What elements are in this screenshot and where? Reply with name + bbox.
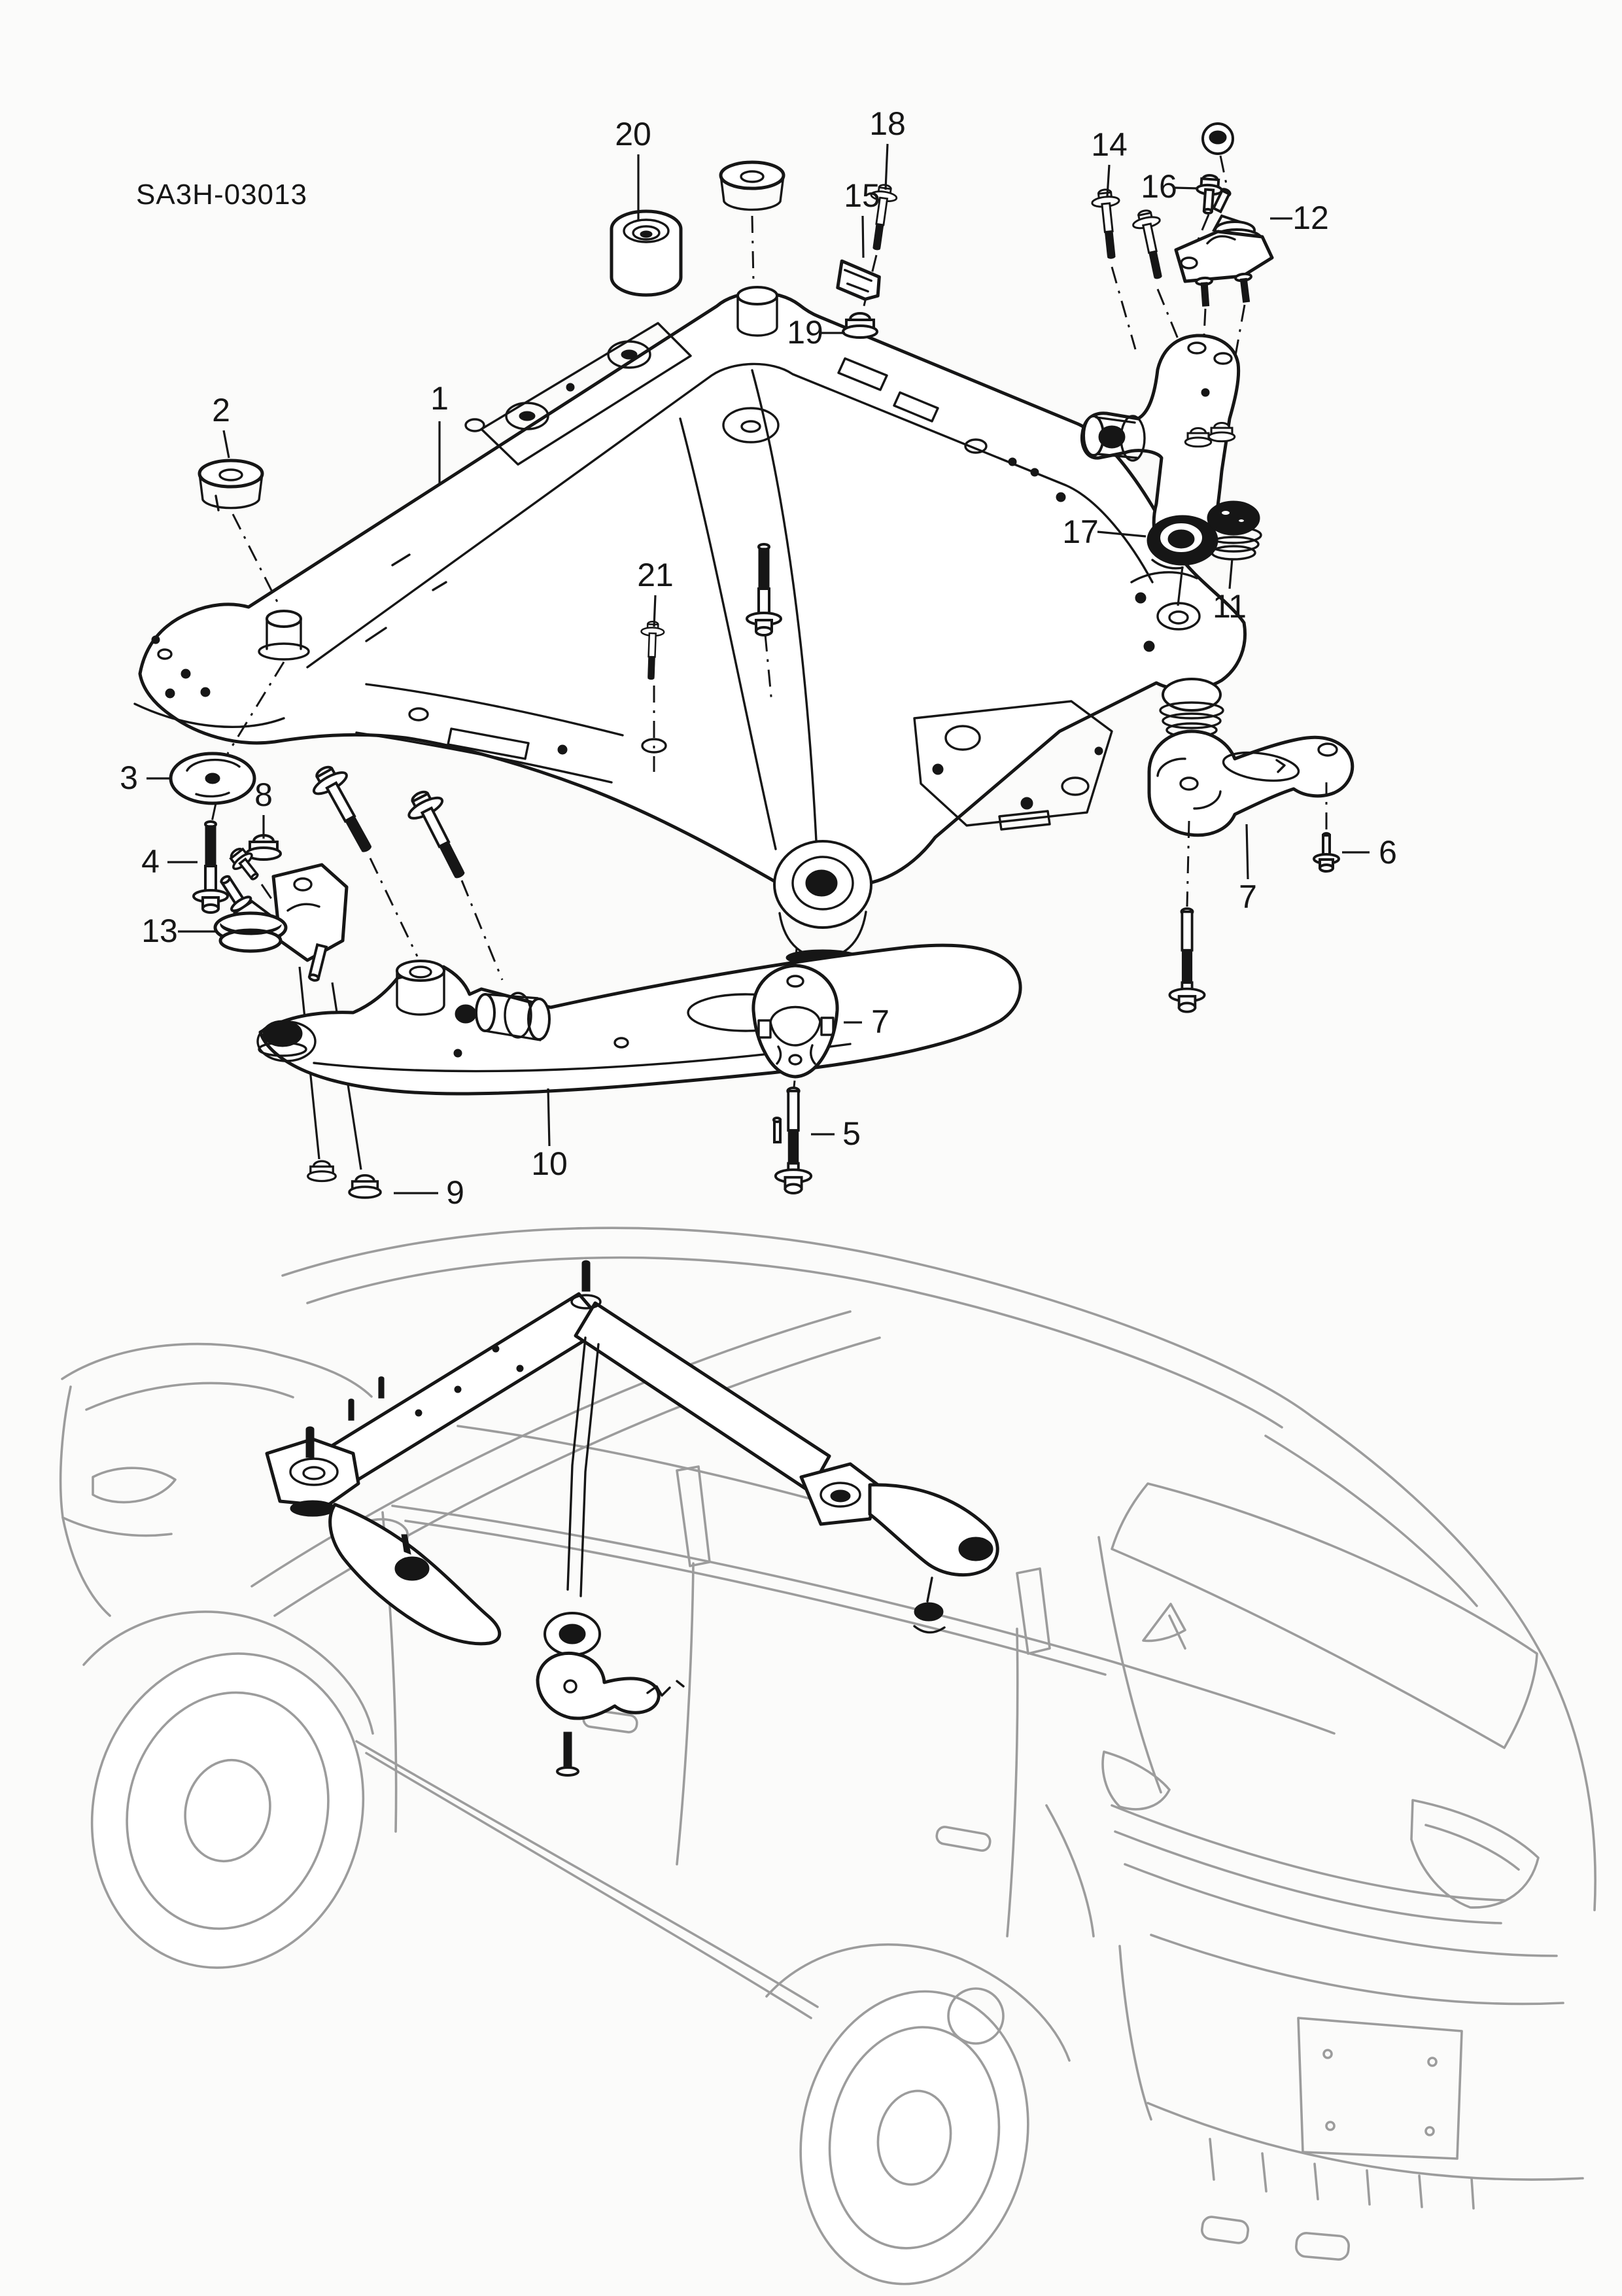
rear-wiper — [1142, 1603, 1186, 1650]
fuel-door — [947, 1987, 1005, 2045]
callout-12-label: 12 — [1292, 200, 1329, 236]
callout-21-label: 21 — [637, 557, 674, 593]
car-outline — [59, 1226, 1596, 2286]
diagram-code: SA3H-03013 — [136, 179, 307, 211]
callout-13-label: 13 — [141, 913, 178, 949]
callout-7-left-label: 7 — [871, 1003, 889, 1040]
ball-joint-13 — [213, 863, 362, 1170]
callout-14: 14 — [1091, 126, 1128, 197]
bolt-4 — [192, 820, 229, 914]
nut-below-13 — [307, 1160, 337, 1183]
callout-7-right: 7 — [1239, 824, 1257, 915]
callout-15-label: 15 — [844, 177, 880, 214]
callout-7-right-label: 7 — [1239, 878, 1257, 915]
nut-19 — [842, 312, 878, 339]
front-wheel — [90, 1652, 365, 1969]
callout-19: 19 — [787, 314, 845, 351]
callout-1-label: 1 — [430, 380, 449, 417]
bushing-11 — [1205, 500, 1262, 561]
callout-20: 20 — [615, 116, 651, 220]
callout-14-label: 14 — [1091, 126, 1128, 163]
callout-9: 9 — [394, 1174, 464, 1211]
bushing-2 — [198, 459, 281, 608]
bolt-14 — [1090, 187, 1137, 350]
callout-7-left: 7 — [844, 1003, 889, 1040]
rear-wheel — [799, 1990, 1029, 2286]
callout-2-label: 2 — [212, 392, 230, 428]
control-arm-left — [256, 943, 1022, 1096]
bushing-apex — [719, 160, 785, 282]
callout-10: 10 — [531, 1088, 568, 1182]
taillight-right — [1410, 1799, 1540, 1909]
door-handle-rear — [935, 1826, 992, 1852]
bolt-6 — [1313, 782, 1340, 873]
callout-15: 15 — [844, 177, 880, 258]
callout-1: 1 — [430, 380, 449, 484]
callouts: 1 2 3 4 5 6 7 7 — [120, 105, 1397, 1211]
callout-11-label: 11 — [1213, 588, 1247, 625]
callout-3: 3 — [120, 759, 170, 796]
ball-joint-12 — [1174, 188, 1274, 428]
front-crossmember — [133, 286, 1247, 966]
socket-nut — [1201, 122, 1234, 188]
bolt-21 — [638, 620, 667, 772]
callout-13: 13 — [141, 913, 217, 949]
callout-16-label: 16 — [1141, 168, 1177, 205]
mount-cover-7 — [751, 948, 839, 1088]
exploded-view — [133, 122, 1355, 1199]
installed-subframe — [265, 1260, 999, 1777]
support-bracket-7 — [1147, 729, 1355, 907]
callout-8-label: 8 — [254, 776, 273, 813]
callout-17: 17 — [1062, 513, 1147, 550]
taillight-left — [1101, 1750, 1171, 1811]
callout-4: 4 — [141, 843, 198, 880]
callout-3-label: 3 — [120, 759, 138, 796]
clamp-15 — [836, 259, 881, 301]
exhaust-tips — [1200, 2216, 1350, 2261]
washer-17 — [1147, 515, 1218, 606]
bolt-14b — [1130, 207, 1182, 347]
callout-20-label: 20 — [615, 116, 651, 152]
callout-18: 18 — [869, 105, 906, 190]
bolt-center — [746, 543, 782, 704]
center-mount — [773, 840, 872, 966]
callout-18-label: 18 — [869, 105, 906, 142]
callout-8: 8 — [254, 776, 273, 839]
callout-16: 16 — [1141, 168, 1199, 205]
bolt-5 — [772, 1087, 813, 1194]
vehicle-location-view — [59, 1226, 1596, 2286]
bolt-below-bracket — [1168, 907, 1206, 1013]
callout-10-label: 10 — [531, 1145, 568, 1182]
nut-9 — [348, 1174, 382, 1199]
callout-2: 2 — [212, 392, 230, 459]
bolt-18 — [859, 182, 899, 320]
callout-9-label: 9 — [446, 1174, 464, 1211]
callout-12: 12 — [1270, 200, 1329, 236]
callout-5: 5 — [811, 1115, 861, 1152]
arm-bolt-right — [400, 784, 504, 981]
washer-3 — [169, 661, 285, 822]
callout-17-label: 17 — [1062, 513, 1099, 550]
license-plate-recess — [1297, 2017, 1463, 2160]
bushing-20 — [610, 209, 683, 297]
callout-11: 11 — [1213, 558, 1247, 625]
callout-6-label: 6 — [1379, 834, 1397, 871]
callout-4-label: 4 — [141, 843, 160, 880]
callout-6: 6 — [1342, 834, 1397, 871]
callout-21: 21 — [637, 557, 674, 627]
callout-19-label: 19 — [787, 314, 823, 351]
callout-5-label: 5 — [842, 1115, 861, 1152]
